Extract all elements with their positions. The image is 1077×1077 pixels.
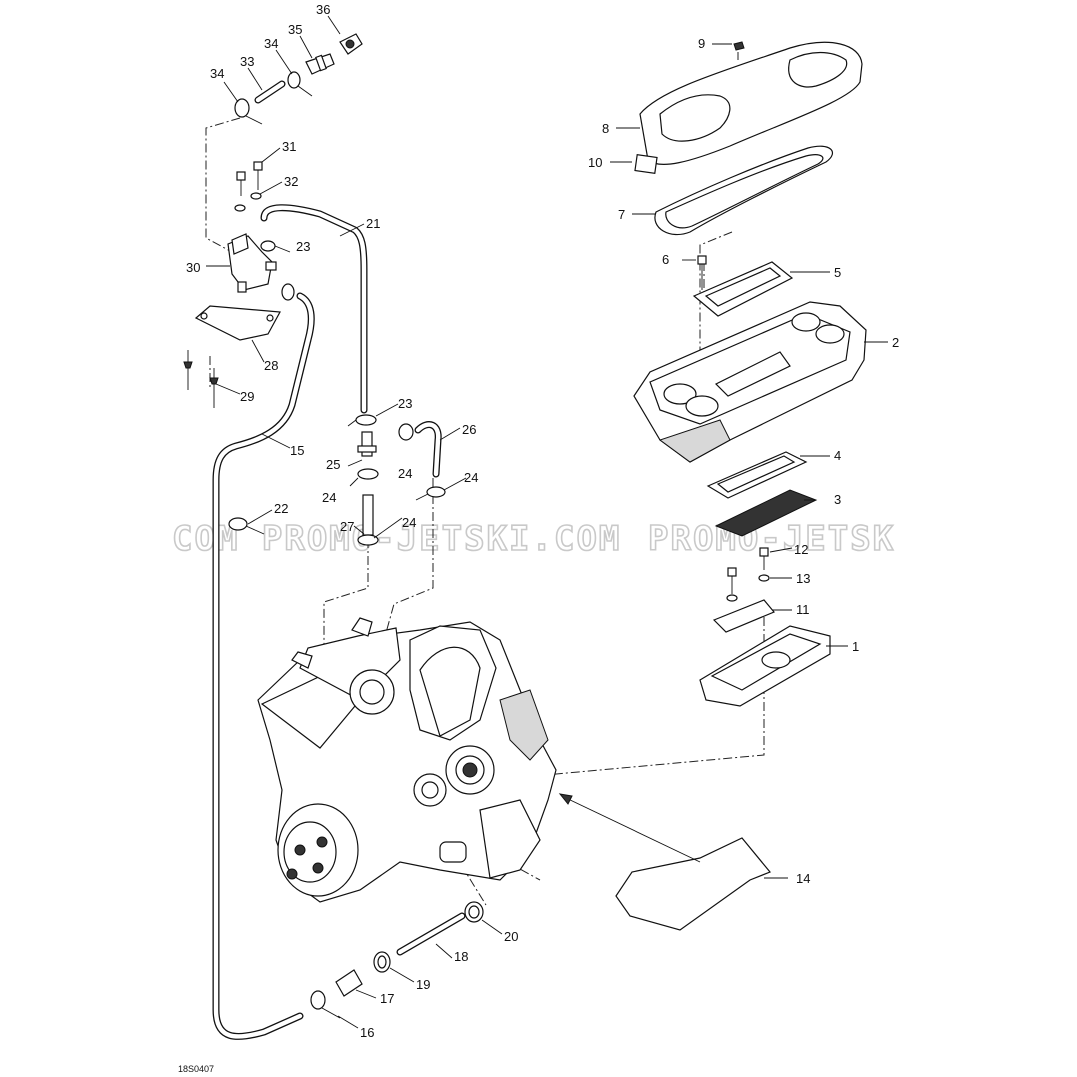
screw-31b bbox=[236, 171, 246, 196]
fitting-35 bbox=[305, 53, 335, 75]
clamp-23-upper bbox=[260, 240, 291, 253]
drawing-code: 18S0407 bbox=[178, 1064, 214, 1074]
callout-35: 35 bbox=[288, 22, 302, 37]
callout-23-upper: 23 bbox=[296, 239, 310, 254]
callout-11: 11 bbox=[796, 602, 810, 617]
callout-16: 16 bbox=[360, 1025, 374, 1040]
callout-29: 29 bbox=[240, 389, 254, 404]
clamp-16 bbox=[310, 990, 341, 1019]
clamp-23-mid bbox=[347, 414, 377, 427]
callout-31: 31 bbox=[282, 139, 296, 154]
gasket-4 bbox=[706, 451, 808, 499]
cover-8 bbox=[639, 41, 863, 166]
screw-12b bbox=[727, 567, 737, 594]
clamp-24-c bbox=[415, 486, 446, 501]
clamp-23-lower-hose bbox=[281, 283, 295, 301]
callouts: 1 2 3 4 5 6 7 8 9 10 11 12 13 14 15 16 1… bbox=[186, 2, 899, 1040]
bracket-28 bbox=[194, 305, 281, 341]
callout-24-d: 24 bbox=[402, 515, 416, 530]
fitting-25 bbox=[357, 431, 377, 457]
callout-23-lower: 23 bbox=[398, 396, 412, 411]
callout-24-c: 24 bbox=[464, 470, 478, 485]
hose-15 bbox=[212, 292, 315, 1041]
callout-27: 27 bbox=[340, 519, 354, 534]
clamp-24-d bbox=[357, 534, 379, 546]
callout-9: 9 bbox=[698, 36, 705, 51]
nut-9 bbox=[733, 41, 745, 51]
grommet-20 bbox=[464, 901, 484, 923]
callout-15: 15 bbox=[290, 443, 304, 458]
bolt-29 bbox=[183, 350, 219, 408]
fitting-17 bbox=[335, 969, 363, 997]
plate-5 bbox=[692, 261, 794, 317]
callout-24-b: 24 bbox=[398, 466, 412, 481]
callout-19: 19 bbox=[416, 977, 430, 992]
arrow-14 bbox=[558, 793, 701, 863]
valve-30 bbox=[227, 233, 277, 293]
airbox-2 bbox=[633, 301, 867, 463]
callout-13: 13 bbox=[796, 571, 810, 586]
callout-28: 28 bbox=[264, 358, 278, 373]
hose-33 bbox=[254, 80, 286, 104]
callout-3: 3 bbox=[834, 492, 841, 507]
callout-33: 33 bbox=[240, 54, 254, 69]
callout-6: 6 bbox=[662, 252, 669, 267]
callout-18: 18 bbox=[454, 949, 468, 964]
heat-shield-14 bbox=[615, 837, 771, 931]
clamp-24-b bbox=[398, 423, 414, 441]
callout-34-left: 34 bbox=[210, 66, 224, 81]
callout-22: 22 bbox=[274, 501, 288, 516]
callout-25: 25 bbox=[326, 457, 340, 472]
plate-11 bbox=[712, 599, 775, 633]
clamp-22 bbox=[228, 517, 265, 535]
callout-8: 8 bbox=[602, 121, 609, 136]
clamp-24-a bbox=[349, 468, 379, 487]
callout-21: 21 bbox=[366, 216, 380, 231]
hose-26 bbox=[414, 421, 442, 478]
callout-32: 32 bbox=[284, 174, 298, 189]
engine-assembly bbox=[257, 617, 557, 903]
callout-2: 2 bbox=[892, 335, 899, 350]
callout-36: 36 bbox=[316, 2, 330, 17]
callout-1: 1 bbox=[852, 639, 859, 654]
fitting-36 bbox=[339, 33, 363, 55]
watermark-right: PROMO-JETSK bbox=[648, 519, 895, 559]
callout-14: 14 bbox=[796, 871, 810, 886]
callout-12: 12 bbox=[794, 542, 808, 557]
callout-20: 20 bbox=[504, 929, 518, 944]
grommet-19 bbox=[373, 951, 391, 973]
clamp-34-upper bbox=[287, 71, 313, 97]
clamp-34-lower bbox=[234, 98, 263, 125]
screw-6 bbox=[697, 255, 707, 290]
leader-lines bbox=[206, 15, 888, 1029]
callout-34-right: 34 bbox=[264, 36, 278, 51]
callout-17: 17 bbox=[380, 991, 394, 1006]
callout-7: 7 bbox=[618, 207, 625, 222]
callout-10: 10 bbox=[588, 155, 602, 170]
callout-24-a: 24 bbox=[322, 490, 336, 505]
screw-12 bbox=[759, 547, 769, 570]
washer-13 bbox=[726, 574, 770, 602]
washer-32 bbox=[234, 192, 262, 212]
screw-31 bbox=[253, 161, 263, 190]
hose-18 bbox=[396, 912, 466, 956]
base-1 bbox=[699, 625, 831, 707]
callout-30: 30 bbox=[186, 260, 200, 275]
callout-26: 26 bbox=[462, 422, 476, 437]
gasket-7 bbox=[654, 145, 833, 236]
hose-21 bbox=[260, 204, 368, 414]
callout-5: 5 bbox=[834, 265, 841, 280]
hose-27 bbox=[362, 494, 374, 536]
label-10 bbox=[634, 154, 658, 174]
callout-4: 4 bbox=[834, 448, 841, 463]
